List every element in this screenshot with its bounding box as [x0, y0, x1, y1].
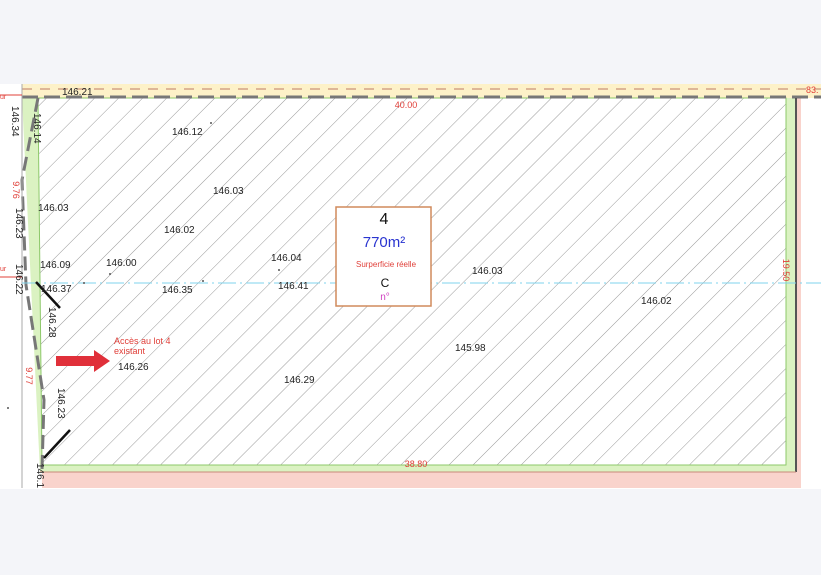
spot-elevation: 146.37	[41, 284, 72, 295]
spot-elevation: 146.35	[162, 285, 193, 296]
dimension-top: 40.00	[395, 100, 418, 110]
lot-area-type: Surperficie réelle	[356, 260, 417, 269]
left-boundary-line	[20, 97, 46, 471]
spot-elevation: 146.34	[9, 106, 20, 137]
spot-elevation: 146.03	[213, 186, 244, 197]
spot-elevation: 146.23	[55, 388, 66, 419]
spot-elevation: 146.04	[271, 253, 302, 264]
spot-elevation: 146.02	[164, 225, 195, 236]
top-road-band	[22, 84, 821, 98]
dimension-left-upper: 9.76	[11, 181, 21, 199]
spot-elevation: 146.02	[641, 296, 672, 307]
spot-elevation: 146.41	[278, 281, 309, 292]
edge-fragment-mid: ur	[0, 266, 7, 273]
gate-stroke-lower	[43, 429, 71, 459]
lot-num-label: n°	[380, 292, 390, 303]
bottom-pink-band	[42, 468, 801, 488]
spot-elevation: 146.21	[62, 87, 93, 98]
access-label-line2: existant	[114, 346, 146, 356]
lot-zone: C	[381, 276, 390, 290]
spot-elevation: 146.09	[40, 260, 71, 271]
spot-elevation: 146.23	[13, 208, 24, 239]
dimension-bottom: 38.80	[405, 459, 428, 469]
spot-elevation: 146.28	[46, 307, 57, 338]
spot-elevation: 146.26	[118, 362, 149, 373]
lot-info-box	[335, 206, 432, 307]
gate-stroke-upper	[35, 281, 61, 309]
dimension-left-lower: 9.77	[24, 367, 34, 385]
spot-elevations: 146.21 146.34 146.14 146.12 146.03 146.0…	[9, 87, 672, 488]
edge-fragment-top: ur	[0, 94, 7, 101]
spot-elevation: 146.12	[172, 127, 203, 138]
lot-number: 4	[380, 211, 389, 228]
spot-elevation: 146.03	[38, 203, 69, 214]
spot-elevation: 146.1	[34, 463, 45, 488]
dimension-right: 19.50	[781, 259, 791, 282]
lot-area: 770m²	[363, 234, 406, 251]
spot-elevation: 146.03	[472, 266, 503, 277]
dimension-top-right-edge: 83.	[806, 85, 819, 95]
spot-elevation: 145.98	[455, 343, 486, 354]
spot-elevation: 146.22	[13, 264, 24, 295]
spot-markers	[7, 122, 280, 409]
access-label-line1: Accès au lot 4	[114, 336, 171, 346]
spot-elevation: 146.00	[106, 258, 137, 269]
spot-elevation: 146.29	[284, 375, 315, 386]
access-arrow-icon	[56, 350, 110, 372]
spot-elevation: 146.14	[31, 113, 42, 144]
